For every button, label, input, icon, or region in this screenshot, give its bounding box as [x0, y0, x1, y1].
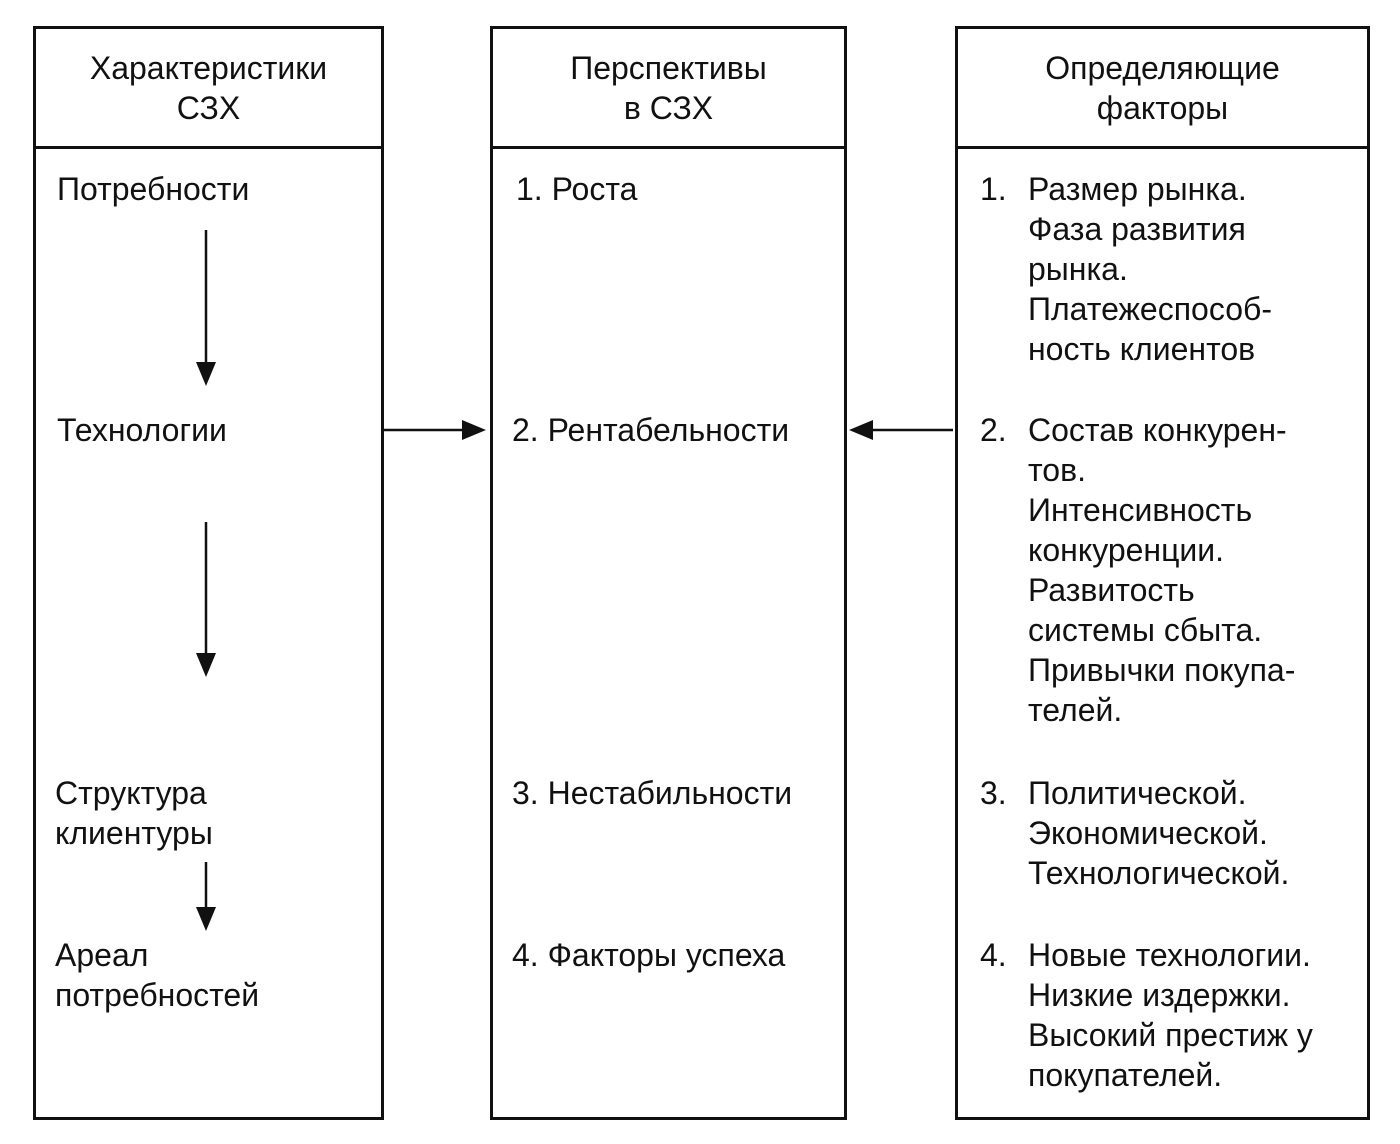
characteristic-needs: Потребности — [57, 171, 250, 207]
header-line: факторы — [1096, 89, 1229, 126]
characteristic-client-structure: Структура клиентуры — [55, 775, 213, 851]
perspective-success-factors: 4. Факторы успеха — [512, 937, 786, 973]
header-line: Перспективы — [570, 49, 767, 86]
column-characteristics: Характеристики СЗХ Потребности Технологи… — [33, 26, 384, 1120]
column-perspectives: Перспективы в СЗХ 1. Роста 2. Рентабельн… — [490, 26, 847, 1120]
factor-number: 3. — [980, 775, 1007, 811]
header-line: Характеристики — [89, 49, 328, 86]
characteristic-needs-area: Ареал потребностей — [55, 937, 260, 1013]
header-line: Определяющие — [1045, 49, 1280, 86]
header-characteristics: Характеристики СЗХ — [36, 29, 381, 149]
factor-group-4: 4. Новые технологии. Низкие издержки. Вы… — [980, 937, 1313, 1093]
factor-group-3: 3. Политической. Экономической. Технолог… — [980, 775, 1290, 891]
header-perspectives: Перспективы в СЗХ — [493, 29, 844, 149]
header-line: СЗХ — [176, 89, 241, 126]
header-determining-factors: Определяющие факторы — [958, 29, 1367, 149]
characteristic-technologies: Технологии — [57, 412, 227, 448]
factor-group-1: 1. Размер рынка. Фаза развития рынка. Пл… — [980, 171, 1272, 367]
factor-number: 2. — [980, 412, 1007, 448]
perspective-profitability: 2. Рентабельности — [512, 412, 790, 448]
arrow-right-icon — [462, 420, 486, 440]
column-determining-factors: Определяющие факторы 1. Размер рынка. Фа… — [955, 26, 1370, 1120]
header-line: в СЗХ — [623, 89, 714, 126]
factor-group-2: 2. Состав конкурен- тов. Интенсивность к… — [980, 412, 1296, 728]
arrow-left-icon — [849, 420, 873, 440]
perspective-growth: 1. Роста — [516, 171, 638, 207]
factor-number: 4. — [980, 937, 1007, 973]
perspective-instability: 3. Нестабильности — [512, 775, 793, 811]
factor-number: 1. — [980, 171, 1007, 207]
